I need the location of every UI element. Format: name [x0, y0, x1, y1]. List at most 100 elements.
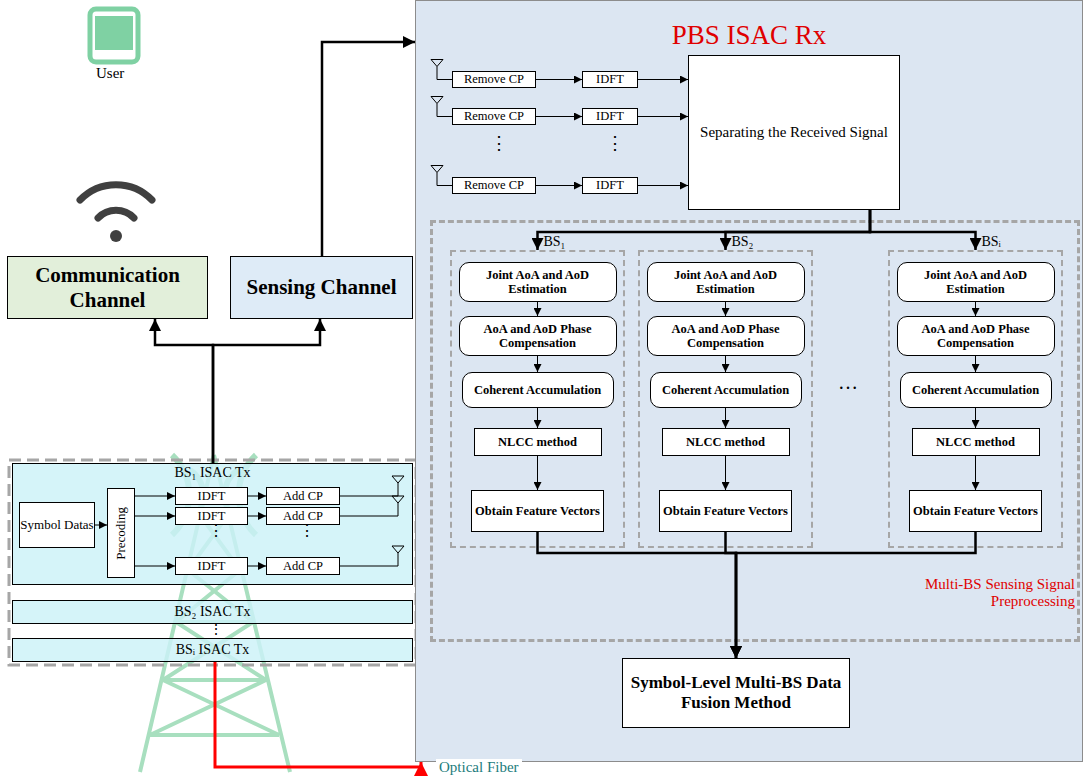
node-text: Coherent Accumulation [912, 383, 1039, 397]
node-text: Coherent Accumulation [474, 383, 601, 397]
bs-tx-box: BSᵢ ISAC Tx [12, 638, 413, 662]
node-text: Joint AoA and AoD Estimation [460, 268, 616, 297]
process-step: NLCC method [474, 428, 602, 456]
bs-tx-box: BS₂ ISAC Tx [12, 600, 413, 624]
node-text: Separating the Received Signal [700, 124, 888, 141]
process-step: Coherent Accumulation [650, 372, 802, 408]
connector-arrow [248, 496, 266, 497]
edge-label: Optical Fiber [436, 759, 522, 776]
node-text: Joint AoA and AoD Estimation [648, 268, 804, 297]
process-step: AoA and AoD Phase Compensation [897, 316, 1055, 356]
connector-arrow [135, 496, 175, 497]
ellipsis: ⋮ [209, 623, 223, 637]
process-box: Separating the Received Signal [688, 55, 900, 210]
process-box: IDFT [582, 71, 638, 88]
node-heading: BS₁ ISAC Tx [12, 465, 413, 481]
process-box: IDFT [582, 108, 638, 125]
connector-arrow [538, 210, 871, 250]
connector-arrow [536, 79, 582, 80]
node-text: NLCC method [498, 435, 577, 449]
node-text: Remove CP [464, 109, 524, 123]
connector-arrow [322, 42, 415, 256]
node-text: Add CP [283, 489, 323, 503]
connector-arrow [975, 456, 976, 490]
ellipsis: ⋮ [208, 523, 224, 539]
process-box: Remove CP [452, 71, 536, 88]
ellipsis: ⋮ [299, 523, 315, 539]
process-box: Symbol Datas [19, 502, 95, 548]
connector-arrow [638, 116, 688, 117]
process-step: Coherent Accumulation [900, 372, 1052, 408]
process-step: NLCC method [662, 428, 790, 456]
node-text: Obtain Feature Vectors [663, 504, 788, 518]
node-text: AoA and AoD Phase Compensation [460, 322, 616, 351]
connector-arrow [726, 210, 871, 250]
process-box: Add CP [266, 487, 340, 505]
antenna-symbol [431, 97, 452, 117]
bs-group-outline [9, 460, 416, 665]
connector-arrow [536, 116, 582, 117]
wifi-icon [80, 185, 152, 242]
user-phone-icon [90, 9, 138, 62]
connector-arrow [736, 532, 976, 658]
process-box: Remove CP [452, 108, 536, 125]
node-text: Obtain Feature Vectors [913, 504, 1038, 518]
fusion-box: Symbol-Level Multi-BS Data Fusion Method [622, 658, 850, 728]
process-step: Coherent Accumulation [462, 372, 614, 408]
node-text: IDFT [198, 489, 226, 503]
channel-box: Sensing Channel [230, 256, 413, 319]
process-box: Precoding [107, 488, 135, 578]
bs-column: BS₂Joint AoA and AoD EstimationAoA and A… [638, 250, 813, 548]
node-text: BS₂ ISAC Tx [174, 604, 250, 620]
connector-arrow [215, 662, 421, 767]
process-step: Joint AoA and AoD Estimation [647, 262, 805, 302]
connector-arrow [248, 566, 266, 567]
process-step: Obtain Feature Vectors [659, 490, 792, 532]
receiver-panel: PBS ISAC RxRemove CPRemove CPRemove CPID… [415, 0, 1083, 762]
connector-arrow [725, 408, 726, 428]
connector-arrow [537, 408, 538, 428]
connector-arrow [213, 319, 320, 463]
antenna-symbol [340, 496, 404, 516]
connector-arrow [135, 566, 175, 567]
connector-arrow [536, 185, 582, 186]
node-text: Remove CP [464, 72, 524, 86]
process-box: Add CP [266, 557, 340, 575]
node-text: NLCC method [686, 435, 765, 449]
process-step: AoA and AoD Phase Compensation [647, 316, 805, 356]
node-text: Add CP [283, 559, 323, 573]
process-box: IDFT [582, 177, 638, 194]
connector-arrow [95, 525, 107, 526]
node-text: Precoding [114, 507, 129, 560]
node-text: Remove CP [464, 178, 524, 192]
node-text: Symbol Datas [20, 518, 93, 533]
node-heading: BSᵢ [982, 234, 1022, 250]
bs-column: BSᵢJoint AoA and AoD EstimationAoA and A… [888, 250, 1063, 548]
connector-arrow [725, 456, 726, 490]
connector-arrow [975, 408, 976, 428]
connector-arrow [135, 516, 175, 517]
user-label: User [96, 66, 124, 81]
antenna-symbol [431, 60, 452, 80]
process-step: Obtain Feature Vectors [471, 490, 604, 532]
connector-arrow [726, 532, 737, 658]
node-text: Obtain Feature Vectors [475, 504, 600, 518]
process-box: IDFT [175, 487, 248, 505]
channel-box: Communication Channel [7, 256, 208, 319]
connector-arrow [538, 532, 737, 658]
connector-arrow [638, 79, 688, 80]
node-text: IDFT [198, 559, 226, 573]
process-step: NLCC method [912, 428, 1040, 456]
node-text: Symbol-Level Multi-BS Data Fusion Method [623, 673, 849, 712]
connector-arrow [638, 185, 688, 186]
connector-arrow [155, 319, 213, 463]
antenna-symbol [431, 166, 452, 186]
ellipsis: ⋮ [606, 134, 624, 152]
connector-arrow [725, 302, 726, 316]
node-heading: Multi-BS Sensing Signal Preprocessing [905, 576, 1075, 611]
node-text: BSᵢ ISAC Tx [176, 642, 250, 658]
node-text: AoA and AoD Phase Compensation [898, 322, 1054, 351]
bs-column: BS₁Joint AoA and AoD EstimationAoA and A… [450, 250, 625, 548]
connector-arrow [537, 302, 538, 316]
